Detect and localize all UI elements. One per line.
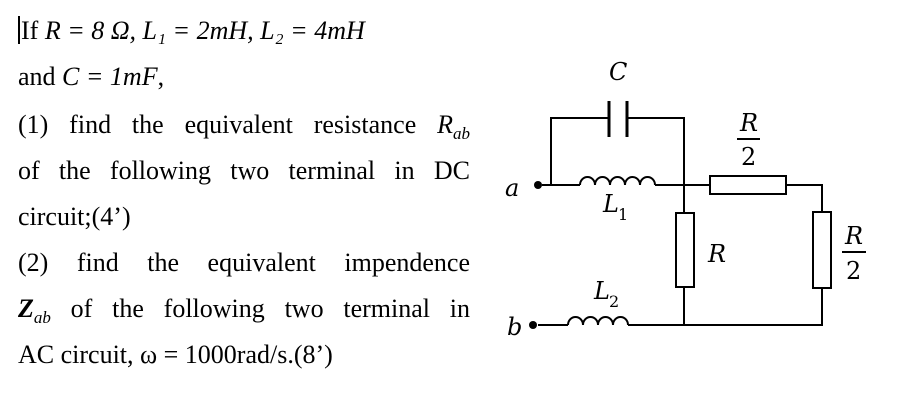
resistor-series [709,175,787,195]
part1-text: (1) find the equivalent resistance [18,110,438,139]
capacitor-branch-wire-right [627,117,685,185]
problem-part1-line2: of the following two terminal in DC [18,156,470,186]
part1-points: circuit;(4’) [18,202,131,231]
bottom-right-wire [628,288,823,326]
rab-symbol: R [437,110,453,139]
inductor-l1-subscript: 1 [618,205,628,224]
given-lead: If [21,16,45,45]
resistor-mid [675,212,695,288]
right-resistor-numerator: R [844,222,863,250]
terminal-b-dot [529,321,537,329]
inductor-l1-label: L [602,190,619,218]
inductor-l2-subscript: 2 [609,292,619,311]
problem-part2-line2: Zab of the following two terminal in [18,294,470,328]
problem-line-capacitance: and C = 1mF, [18,62,164,92]
circuit-diagram: a b C L 1 L 2 R R 2 R 2 [505,58,866,341]
right-resistor-denominator: 2 [846,257,861,285]
series-resistor-numerator: R [739,109,758,137]
inductor-l2-coil [567,316,629,326]
capacitance-tail: , [157,62,165,91]
text-cursor [18,16,20,44]
rab-subscript: ab [453,124,470,143]
problem-part1-line3: circuit;(4’) [18,202,131,232]
given-values: R = 8 Ω, L₁ = 2mH, L₂ = 4mH [44,16,365,45]
top-right-wire [786,184,823,212]
part1-text-cont: of the following two terminal in DC [18,156,470,185]
capacitance-value: C = 1mF [62,62,158,91]
terminal-a-dot [534,181,542,189]
zab-subscript: ab [33,308,51,327]
zab-symbol: Z [18,294,34,323]
problem-part1-line1: (1) find the equivalent resistance Rab [18,110,470,144]
resistor-right [812,211,832,289]
problem-line-given-values: If R = 8 Ω, L₁ = 2mH, L₂ = 4mH [18,16,365,46]
series-resistor-denominator: 2 [741,143,756,171]
part2-condition: AC circuit, ω = 1000rad/s.(8’) [18,340,333,369]
resistor-mid-label: R [707,240,726,268]
inductor-l1-coil [579,176,656,186]
terminal-a-label: a [505,174,519,202]
capacitance-lead: and [18,62,63,91]
part2-text-cont: of the following two terminal in [50,294,470,323]
part2-text: (2) find the equivalent impendence [18,248,470,277]
capacitor-label: C [609,58,627,86]
capacitor-branch-wire [550,117,609,185]
problem-part2-line1: (2) find the equivalent impendence [18,248,470,278]
terminal-b-label: b [507,313,522,341]
problem-part2-line3: AC circuit, ω = 1000rad/s.(8’) [18,340,333,370]
inductor-l2-label: L [593,277,610,305]
